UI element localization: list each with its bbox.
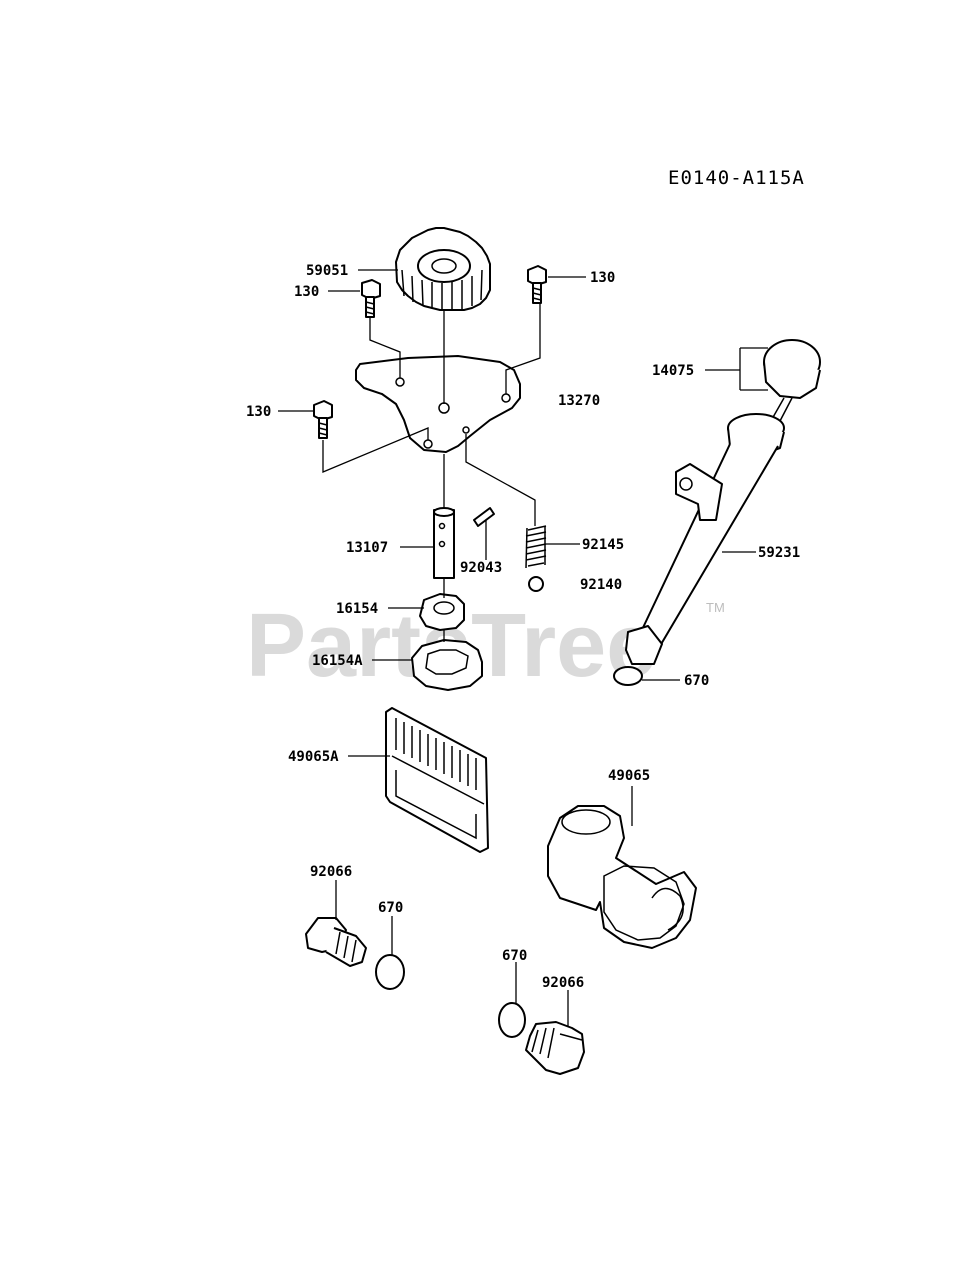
- leader-bolt-mid-left: [322, 427, 429, 473]
- label-49065A: 49065A: [288, 749, 339, 765]
- gear-part-59051[interactable]: [395, 227, 491, 311]
- label-92066-left: 92066: [310, 864, 352, 880]
- label-92066-right: 92066: [542, 975, 584, 991]
- oring-part-670-left[interactable]: [375, 954, 405, 990]
- rotor-outer-part-16154A[interactable]: [411, 639, 483, 691]
- leader-bolt-top-right: [505, 304, 541, 394]
- label-13270: 13270: [558, 393, 600, 409]
- label-670-right: 670: [502, 948, 527, 964]
- label-13107: 13107: [346, 540, 388, 556]
- label-130-a: 130: [294, 284, 319, 300]
- shaft-part-13107[interactable]: [433, 507, 455, 579]
- label-59231: 59231: [758, 545, 800, 561]
- watermark-trademark: TM: [706, 600, 725, 615]
- label-130-b: 130: [590, 270, 615, 286]
- label-59051: 59051: [306, 263, 348, 279]
- oil-screen-part-49065A[interactable]: [385, 707, 489, 853]
- leader-bolt-top-left: [369, 318, 401, 378]
- oring-part-670-right[interactable]: [498, 1002, 526, 1038]
- label-14075: 14075: [652, 363, 694, 379]
- spring-part-92145[interactable]: [525, 525, 547, 569]
- leader-plate-spring: [465, 434, 536, 526]
- label-16154A: 16154A: [312, 653, 363, 669]
- dipstick-part-14075[interactable]: [759, 339, 821, 445]
- label-92043: 92043: [460, 560, 502, 576]
- label-670-tube: 670: [684, 673, 709, 689]
- oring-part-670-tube[interactable]: [613, 666, 643, 686]
- label-16154: 16154: [336, 601, 378, 617]
- drain-plug-part-92066-left[interactable]: [305, 917, 367, 967]
- label-49065: 49065: [608, 768, 650, 784]
- drain-plug-part-92066-right[interactable]: [525, 1021, 585, 1075]
- diagram-code: E0140-A115A: [668, 167, 805, 189]
- rotor-inner-part-16154[interactable]: [419, 593, 465, 631]
- label-92145: 92145: [582, 537, 624, 553]
- ball-part-92140[interactable]: [528, 576, 544, 592]
- bolt-part-130-left-top[interactable]: [361, 279, 381, 318]
- label-670-left: 670: [378, 900, 403, 916]
- label-130-c: 130: [246, 404, 271, 420]
- bolt-part-130-left-mid[interactable]: [313, 400, 333, 439]
- bolt-part-130-right-top[interactable]: [527, 265, 547, 304]
- oil-tube-part-59231[interactable]: [625, 413, 785, 665]
- pin-part-92043[interactable]: [473, 507, 495, 527]
- oil-filter-part-49065[interactable]: [547, 805, 697, 949]
- label-92140: 92140: [580, 577, 622, 593]
- leader-14075: [705, 347, 768, 391]
- plate-part-13270[interactable]: [355, 355, 521, 453]
